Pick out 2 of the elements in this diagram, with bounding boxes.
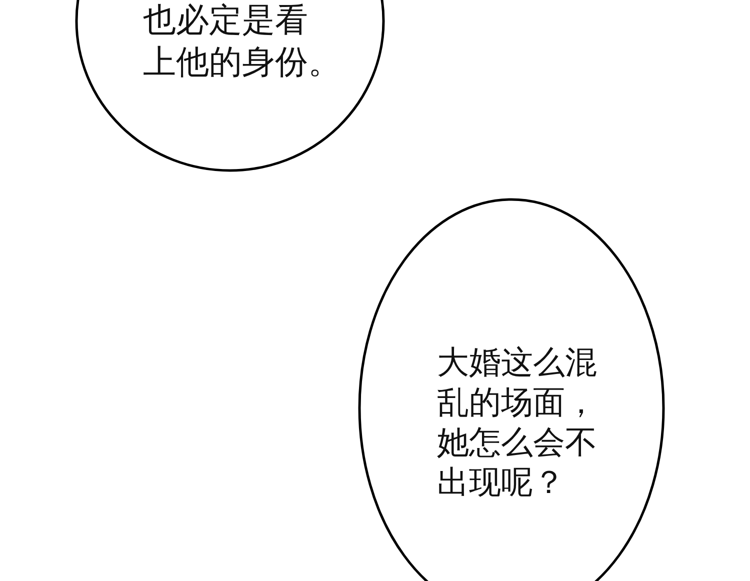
speech-text: 大婚这么混乱的场面，她怎么会不出现呢？ [437,342,597,502]
speech-text: 也必定是看上他的身份。 [143,0,341,83]
